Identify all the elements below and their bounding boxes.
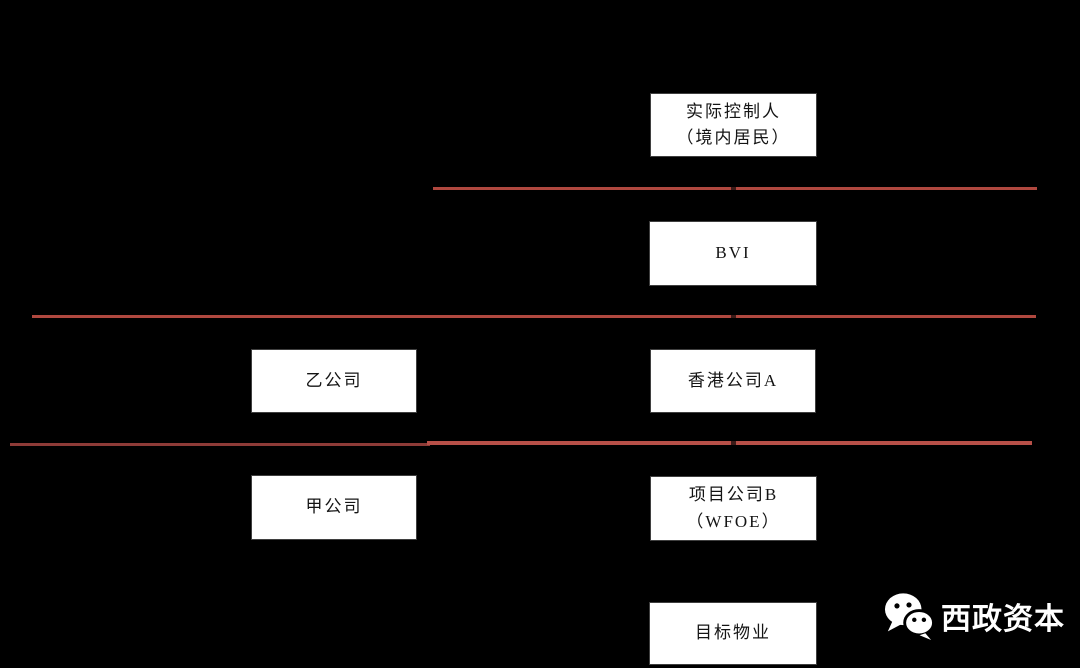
node-hk-company-a: 香港公司A xyxy=(650,349,816,413)
connector-crossing-tick xyxy=(731,315,736,318)
brand-watermark: 西政资本 xyxy=(884,588,1064,644)
tier-separator-overseas-hk xyxy=(32,315,1036,318)
node-company-jia: 甲公司 xyxy=(251,475,417,540)
tier-separator-hk-domestic-right xyxy=(427,441,1032,445)
node-label: 目标物业 xyxy=(695,623,771,643)
node-label: 项目公司B xyxy=(688,485,779,505)
node-sublabel: （WFOE） xyxy=(686,511,781,531)
node-label: 香港公司A xyxy=(687,370,779,390)
node-target-property: 目标物业 xyxy=(649,602,817,665)
connector-crossing-tick xyxy=(731,187,736,190)
node-project-company-b: 项目公司B （WFOE） xyxy=(650,476,817,541)
tier-separator-hk-domestic-left xyxy=(10,443,430,446)
node-actual-controller: 实际控制人 （境内居民） xyxy=(650,93,817,157)
node-sublabel: （境内居民） xyxy=(676,128,791,147)
node-label: 乙公司 xyxy=(305,370,363,390)
node-company-yi: 乙公司 xyxy=(251,349,417,413)
node-label: 实际控制人 xyxy=(686,101,781,121)
brand-name: 西政资本 xyxy=(941,603,1065,636)
connector-crossing-tick xyxy=(731,441,736,445)
node-label: BVI xyxy=(715,243,751,263)
wechat-icon xyxy=(884,590,934,642)
node-label: 甲公司 xyxy=(305,497,363,517)
node-bvi-company: BVI xyxy=(649,221,817,286)
